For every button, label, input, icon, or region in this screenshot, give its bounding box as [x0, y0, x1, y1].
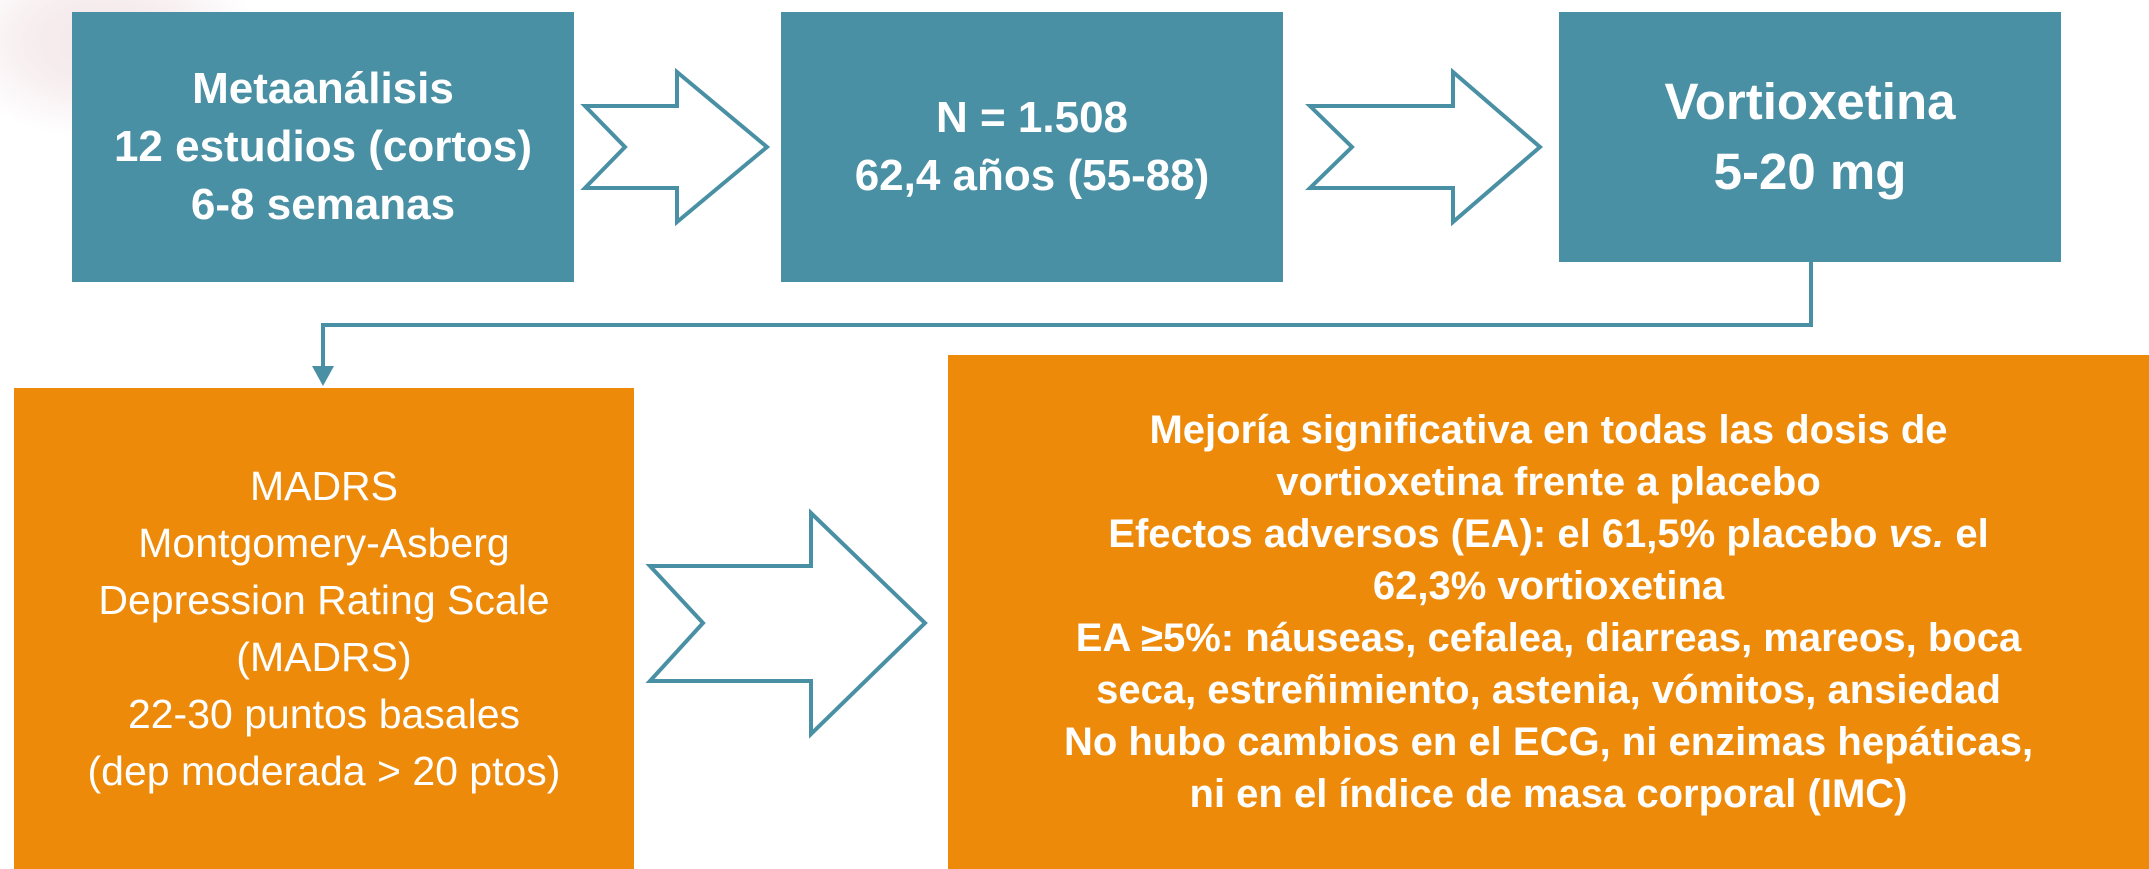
result-efficacy-1: Mejoría significativa en todas las dosis… — [1149, 408, 1948, 452]
arrow-1-icon — [580, 67, 771, 227]
study-duration: 6-8 semanas — [190, 180, 456, 229]
moderate-threshold: (dep moderada > 20 ptos) — [87, 747, 561, 794]
baseline-score: 22-30 puntos basales — [127, 690, 521, 737]
madrs-box: MADRS Montgomery-Asberg Depression Ratin… — [14, 388, 634, 869]
meta-analysis-title: Metaanálisis — [192, 64, 454, 113]
madrs-name-3: (MADRS) — [236, 633, 412, 680]
result-common-ae-2: seca, estreñimiento, astenia, vómitos, a… — [1096, 668, 2001, 712]
madrs-acronym: MADRS — [249, 462, 399, 509]
result-safety-1: No hubo cambios en el ECG, ni enzimas he… — [1063, 720, 2034, 764]
sample-size: N = 1.508 — [935, 93, 1129, 142]
madrs-name-1: Montgomery-Asberg — [138, 519, 510, 566]
result-common-ae-1: EA ≥5%: náuseas, cefalea, diarreas, mare… — [1075, 616, 2022, 660]
meta-analysis-box: Metaanálisis 12 estudios (cortos) 6-8 se… — [72, 12, 574, 282]
versus-text: vs. — [1888, 512, 1945, 556]
connector-line — [321, 262, 1813, 370]
connector-arrowhead-icon — [312, 366, 334, 386]
drug-box: Vortioxetina 5-20 mg — [1559, 12, 2061, 262]
results-box: Mejoría significativa en todas las dosis… — [948, 355, 2149, 869]
arrow-2-icon — [1305, 67, 1544, 227]
drug-name: Vortioxetina — [1664, 73, 1956, 130]
drug-dose: 5-20 mg — [1713, 143, 1907, 200]
mean-age: 62,4 años (55-88) — [854, 151, 1210, 200]
madrs-name-2: Depression Rating Scale — [98, 576, 550, 623]
result-safety-2: ni en el índice de masa corporal (IMC) — [1189, 772, 1908, 816]
result-adverse-2: 62,3% vortioxetina — [1372, 564, 1725, 608]
result-adverse-1: Efectos adversos (EA): el 61,5% placebo … — [1108, 512, 1989, 556]
sample-box: N = 1.508 62,4 años (55-88) — [781, 12, 1283, 282]
result-efficacy-2: vortioxetina frente a placebo — [1276, 460, 1821, 504]
studies-count: 12 estudios (cortos) — [113, 122, 533, 171]
arrow-3-icon — [645, 508, 928, 739]
